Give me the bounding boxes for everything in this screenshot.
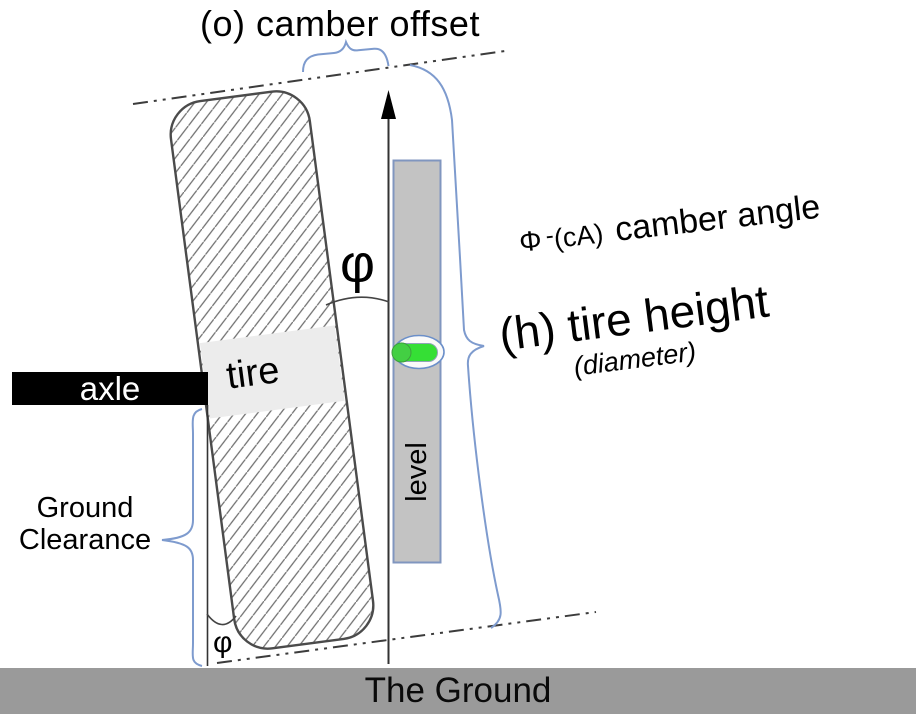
bottom-angle-arc (206, 613, 237, 626)
ground-clearance-line2: Clearance (18, 524, 152, 556)
ground-bar: The Ground (0, 668, 916, 714)
phi-symbol-bottom: φ (213, 626, 233, 659)
ground-clearance-brace (161, 408, 203, 667)
camber-offset-brace (302, 38, 390, 73)
axle-label: axle (79, 370, 141, 407)
phi-symbol-top: φ (340, 234, 376, 294)
ground-label: The Ground (364, 671, 552, 710)
top-reference-line (132, 50, 506, 105)
tire-label-band (199, 325, 345, 419)
level-bubble-cap (391, 342, 412, 363)
bottom-reference-line (216, 611, 597, 664)
camber-angle-phi: Φ (517, 224, 544, 258)
camber-offset-title: (o) camber offset (200, 3, 480, 44)
arrowhead-icon (381, 90, 396, 119)
camber-angle-abbr: (cA) (552, 218, 605, 254)
ground-clearance-line1: Ground (36, 492, 134, 524)
ground-clearance-label: Ground Clearance (6, 492, 164, 556)
tire-height-brace (409, 64, 502, 629)
tire-label: tire (224, 349, 282, 398)
level-label: level (401, 442, 433, 502)
camber-angle-arc (325, 296, 390, 306)
axle-bar: axle (12, 372, 208, 405)
